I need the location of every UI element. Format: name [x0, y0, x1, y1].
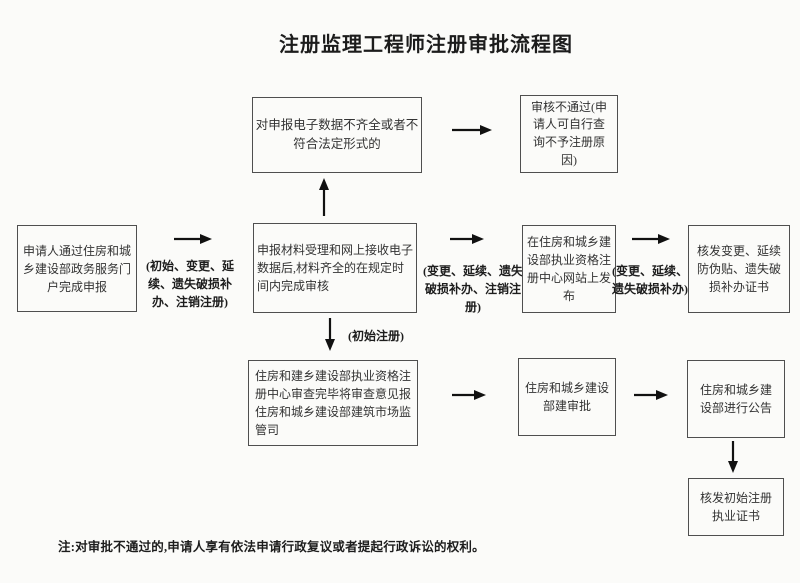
box-center-review-report-text: 住房和建乡建设部执业资格注册中心审查完毕将审查意见报住房和城乡建设部建筑市场监管…: [255, 369, 412, 437]
box-ministry-announcement: 住房和城乡建设部进行公告: [687, 360, 785, 438]
arrow-label-all-types: (初始、变更、延续、遗失破损补办、注销注册): [146, 259, 234, 309]
box-incomplete-data: 对申报电子数据不齐全或者不符合法定形式的: [252, 97, 422, 173]
box-issue-reissue-certificates: 核发变更、延续防伪贴、遗失破损补办证书: [688, 225, 790, 313]
box-material-review-text: 申报材料受理和网上接收电子数据后,材料齐全的在规定时间内完成审核: [257, 243, 414, 293]
box-ministry-approval-text: 住房和城乡建设部建审批: [525, 381, 610, 413]
box-applicant-submit-text: 申请人通过住房和城乡建设部政务服务门户完成申报: [23, 243, 132, 294]
arrow-label-reissue-types: (变更、延续、遗失破损补办): [612, 264, 688, 296]
arrow-up-icon: [318, 178, 330, 216]
box-initial-certificate: 核发初始注册执业证书: [688, 478, 784, 536]
box-center-review-report: 住房和建乡建设部执业资格注册中心审查完毕将审查意见报住房和城乡建设部建筑市场监管…: [248, 360, 418, 446]
page-title: 注册监理工程师注册审批流程图: [279, 34, 573, 56]
arrow-label-initial-only: (初始注册): [348, 329, 404, 343]
arrow-label-non-initial-types: (变更、延续、遗失破损补办、注销注册): [423, 264, 523, 314]
box-ministry-approval: 住房和城乡建设部建审批: [518, 358, 616, 436]
arrow-right-icon: [632, 233, 670, 245]
box-publish-website: 在住房和城乡建设部执业资格注册中心网站上发布: [522, 225, 616, 313]
box-review-failed: 审核不通过(申请人可自行查询不予注册原因): [520, 95, 618, 173]
arrow-right-icon: [634, 389, 668, 401]
arrow-down-icon: [324, 318, 336, 351]
box-initial-certificate-text: 核发初始注册执业证书: [699, 491, 772, 523]
box-material-review: 申报材料受理和网上接收电子数据后,材料齐全的在规定时间内完成审核: [253, 223, 417, 313]
box-applicant-submit: 申请人通过住房和城乡建设部政务服务门户完成申报: [17, 225, 137, 312]
box-review-failed-text: 审核不通过(申请人可自行查询不予注册原因): [531, 99, 607, 167]
box-publish-website-text: 在住房和城乡建设部执业资格注册中心网站上发布: [527, 235, 612, 303]
arrow-right-icon: [450, 233, 484, 245]
arrow-right-icon: [174, 233, 212, 245]
arrow-right-icon: [452, 389, 486, 401]
arrow-right-icon: [452, 124, 492, 136]
footer-note: 注:对审批不通过的,申请人享有依法申请行政复议或者提起行政诉讼的权利。: [58, 540, 485, 554]
box-ministry-announcement-text: 住房和城乡建设部进行公告: [699, 383, 772, 415]
arrow-down-icon: [727, 441, 739, 473]
box-issue-reissue-certificates-text: 核发变更、延续防伪贴、遗失破损补办证书: [696, 244, 781, 294]
box-incomplete-data-text: 对申报电子数据不齐全或者不符合法定形式的: [255, 118, 419, 151]
